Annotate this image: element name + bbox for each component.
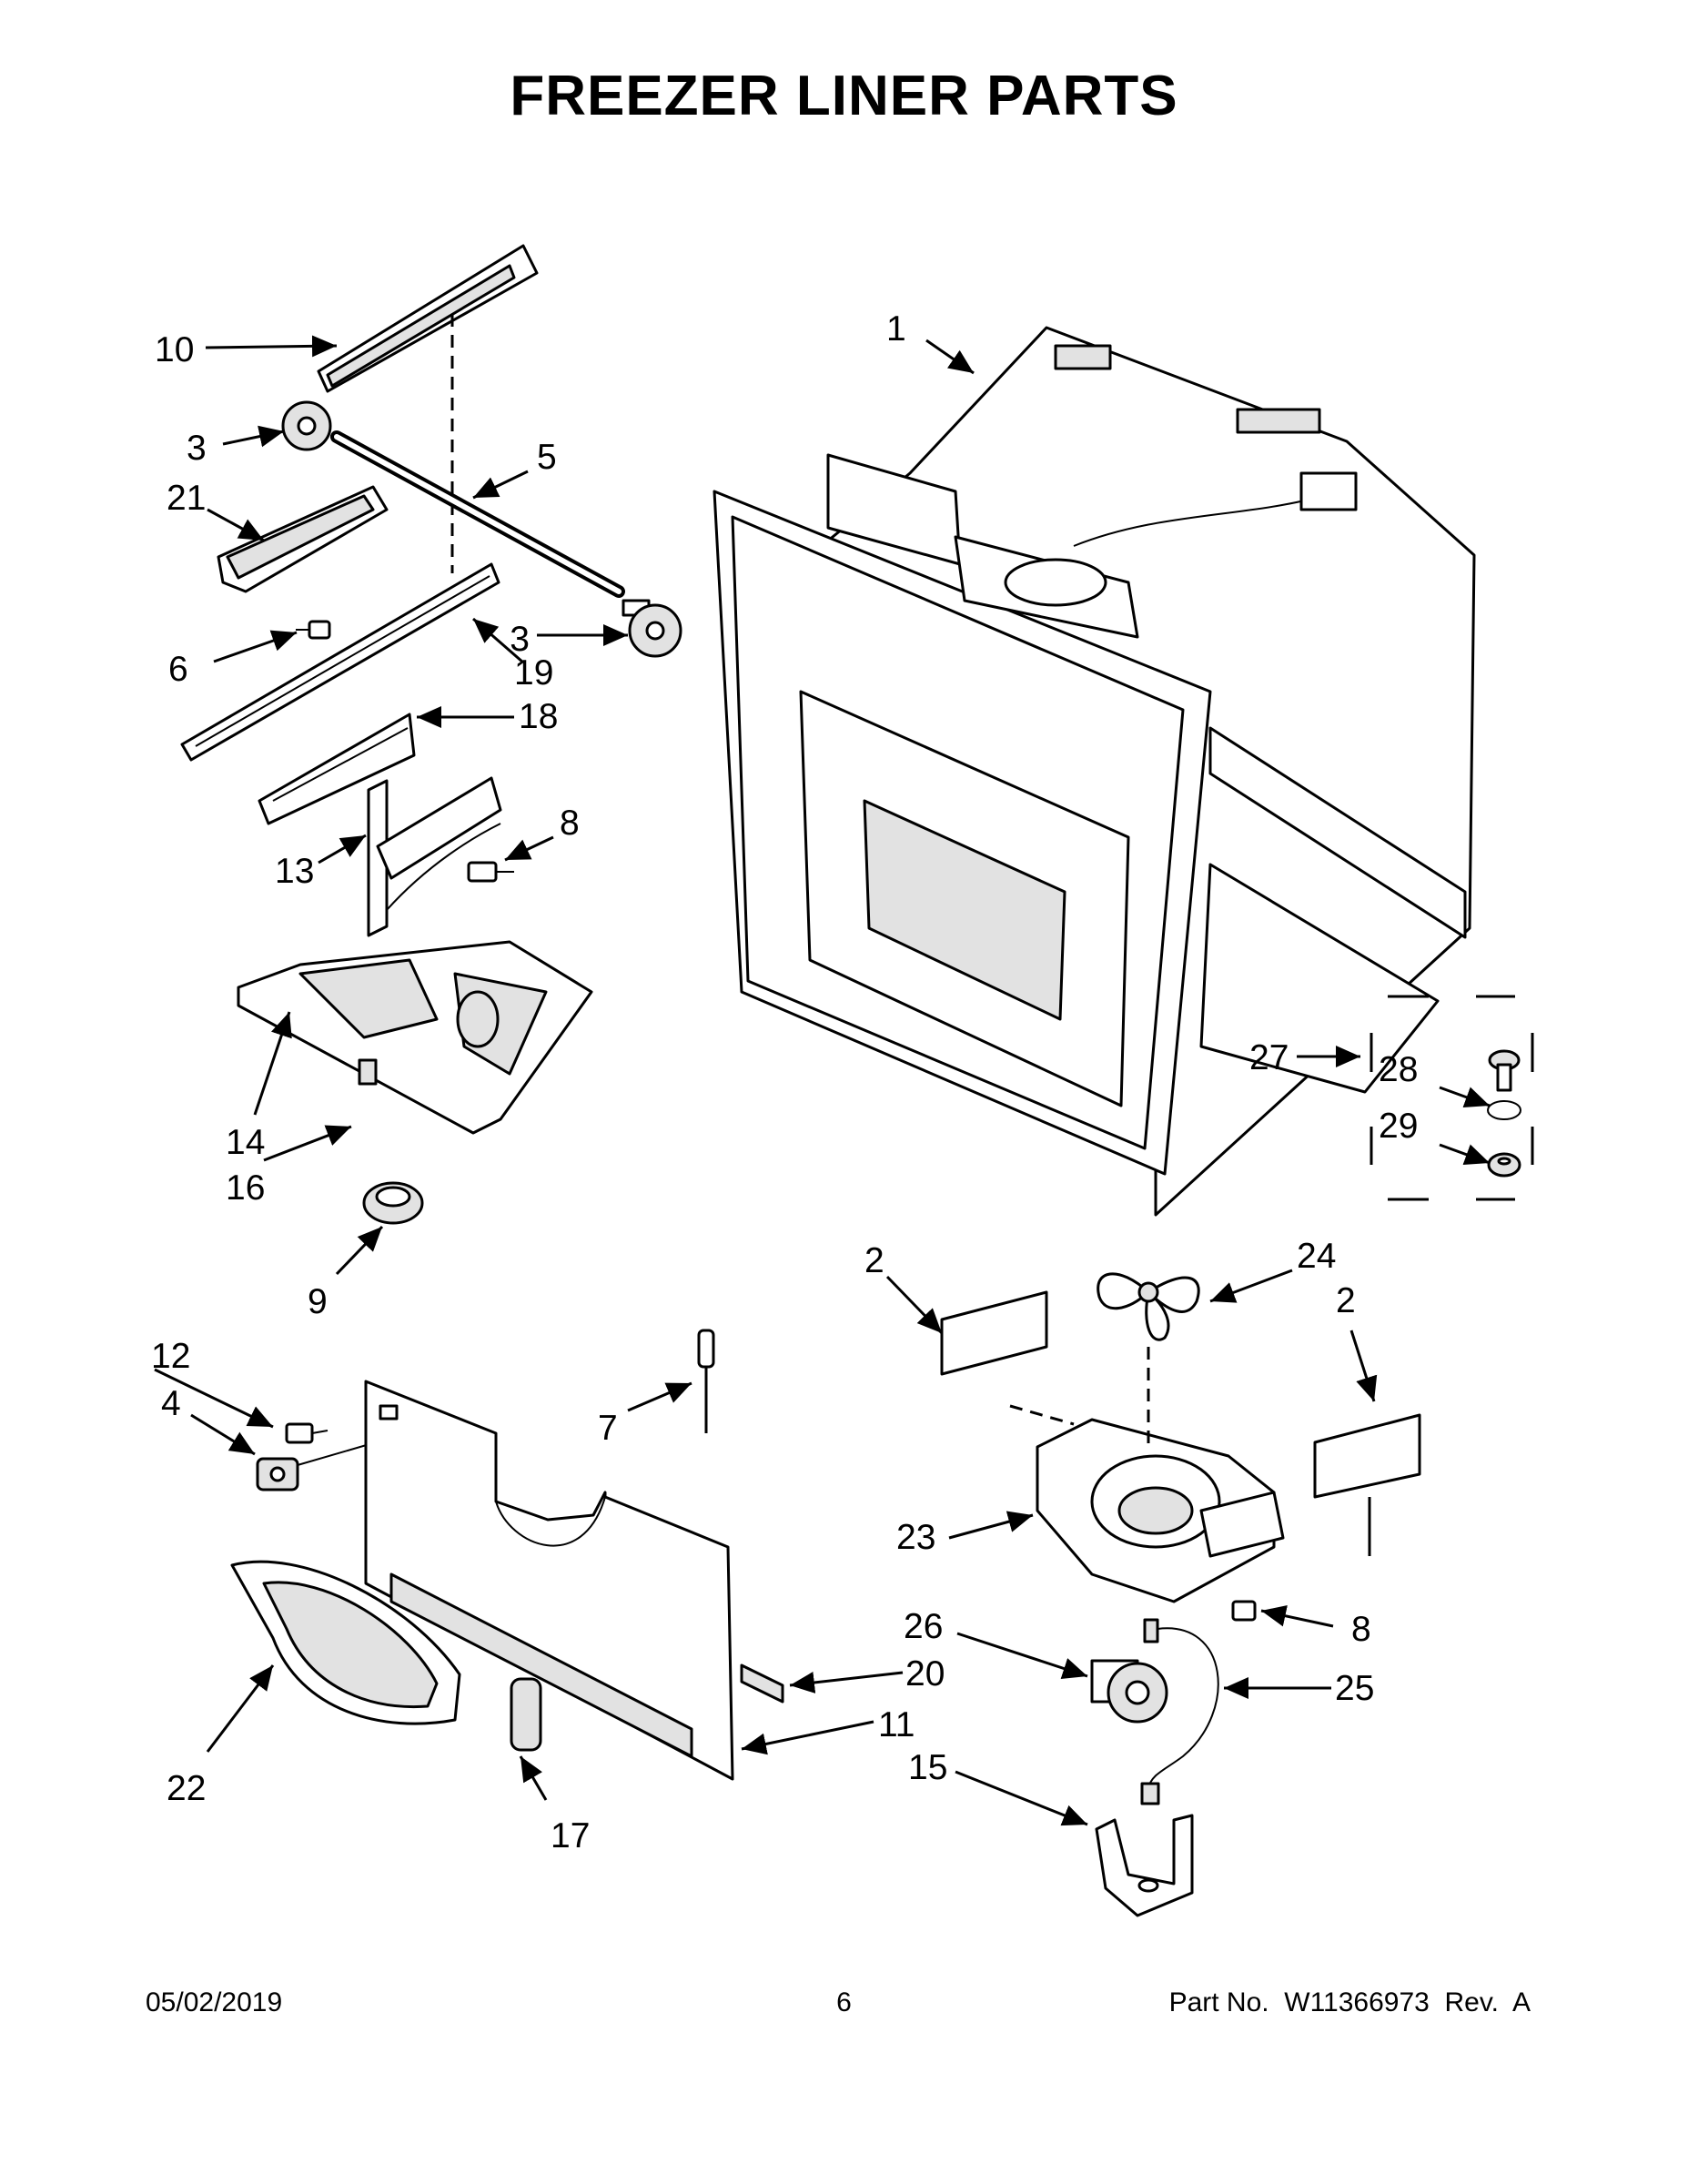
- callout-23: 23: [896, 1518, 935, 1557]
- callout-25: 25: [1335, 1669, 1374, 1708]
- footer-date: 05/02/2019: [146, 1987, 283, 2017]
- part-1-freezer-liner[interactable]: [713, 326, 1476, 1217]
- part-7-thermistor[interactable]: [697, 1329, 715, 1433]
- callout-27: 27: [1249, 1038, 1289, 1077]
- part-2-insulation-left[interactable]: [940, 1290, 1048, 1376]
- callout-20: 20: [905, 1654, 945, 1694]
- callout-8: 8: [1351, 1610, 1371, 1649]
- callout-labels: 1 10 3 5 21 3 6 19 18 8 13 14 16 9 27 28…: [151, 309, 1418, 1855]
- part-20-strip[interactable]: [740, 1663, 784, 1704]
- part-5-shaft[interactable]: [330, 430, 625, 598]
- callout-1: 1: [886, 309, 906, 349]
- part-25-harness[interactable]: [1140, 1627, 1219, 1805]
- part-17-sensor[interactable]: [510, 1677, 542, 1752]
- part-8-screw-left[interactable]: [467, 861, 514, 883]
- callout-9: 9: [308, 1282, 328, 1321]
- callout-29: 29: [1379, 1107, 1418, 1146]
- callout-6: 6: [168, 650, 188, 689]
- part-15-motor-bracket[interactable]: [1095, 1814, 1194, 1917]
- callout-7: 7: [598, 1409, 618, 1448]
- part-23-fan-shroud[interactable]: [1036, 1418, 1285, 1603]
- callout-24: 24: [1297, 1237, 1336, 1276]
- callout-21: 21: [167, 479, 206, 518]
- callout-11: 11: [878, 1705, 915, 1744]
- part-13-bracket[interactable]: [367, 776, 502, 937]
- kit-27-bracket: [1370, 995, 1534, 1201]
- part-11-cover[interactable]: [364, 1380, 734, 1781]
- part-12-screw[interactable]: [285, 1422, 329, 1444]
- part-9-knob[interactable]: [362, 1181, 424, 1225]
- page-title: FREEZER LINER PARTS: [510, 65, 1178, 127]
- callout-18: 18: [519, 697, 558, 736]
- callout-26: 26: [904, 1607, 943, 1646]
- part-18-slide[interactable]: [258, 713, 416, 825]
- part-24-fan-blade[interactable]: [1097, 1272, 1200, 1341]
- callout-2: 2: [1336, 1281, 1356, 1320]
- part-21-bracket[interactable]: [217, 485, 389, 593]
- part-3-gear-top[interactable]: [281, 400, 332, 451]
- part-2-insulation-right[interactable]: [1313, 1413, 1421, 1499]
- callout-8: 8: [560, 804, 580, 843]
- footer-page-number: 6: [836, 1987, 852, 2017]
- callout-16: 16: [226, 1168, 265, 1208]
- callout-3: 3: [187, 429, 207, 468]
- callout-28: 28: [1379, 1050, 1418, 1089]
- part-22-grille[interactable]: [230, 1560, 461, 1725]
- footer-part-number: Part No. W11366973 Rev. A: [1168, 1987, 1531, 2017]
- leader-lines: [154, 335, 1491, 1826]
- callout-10: 10: [155, 330, 194, 369]
- callout-4: 4: [161, 1384, 181, 1423]
- callout-13: 13: [275, 852, 314, 891]
- part-29-grommet[interactable]: [1487, 1152, 1521, 1178]
- callout-12: 12: [151, 1337, 190, 1376]
- callout-14: 14: [226, 1123, 265, 1162]
- callout-15: 15: [908, 1748, 947, 1787]
- part-6-screw[interactable]: [296, 620, 331, 640]
- part-10-rail[interactable]: [317, 244, 539, 393]
- part-8-screw-right[interactable]: [1231, 1600, 1257, 1622]
- part-19-slide[interactable]: [180, 562, 500, 762]
- part-3-gear-right[interactable]: [622, 599, 682, 658]
- part-28-drain-valve[interactable]: [1487, 1049, 1521, 1120]
- part-16-switch[interactable]: [358, 1058, 378, 1086]
- callout-5: 5: [537, 438, 557, 477]
- callout-22: 22: [167, 1769, 206, 1808]
- callout-2: 2: [864, 1241, 884, 1280]
- callout-17: 17: [551, 1816, 590, 1855]
- part-26-fan-motor[interactable]: [1090, 1618, 1168, 1724]
- callout-19: 19: [514, 653, 553, 693]
- part-14-housing[interactable]: [237, 940, 593, 1135]
- callout-3: 3: [510, 620, 530, 659]
